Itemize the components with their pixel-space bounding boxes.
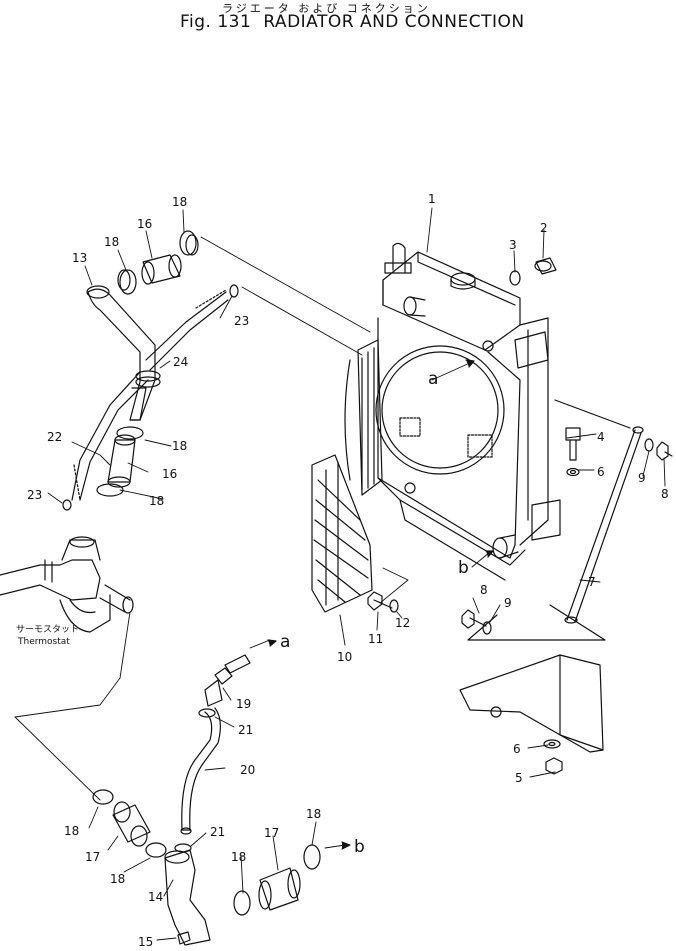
callout-21: 21	[238, 723, 253, 737]
callout-15: 15	[138, 935, 153, 949]
callout-18f: 18	[110, 872, 125, 886]
callout-labels: 1 2 3 4 5 6 6 7 8 8 9 9 10 11 12 13 14 1…	[27, 192, 669, 949]
callout-18h: 18	[306, 807, 321, 821]
callout-16b: 16	[162, 467, 177, 481]
callout-23: 23	[234, 314, 249, 328]
figure-number: Fig. 131	[180, 12, 252, 32]
thermostat-label: サーモスタット Thermostat	[16, 624, 79, 647]
callout-18b: 18	[104, 235, 119, 249]
callout-10: 10	[337, 650, 352, 664]
ref-letter-b-hose: b	[354, 837, 365, 857]
thermostat-housing	[0, 536, 134, 633]
callout-19: 19	[236, 697, 251, 711]
callout-23b: 23	[27, 488, 42, 502]
callout-8b: 8	[480, 583, 488, 597]
callout-18d: 18	[149, 494, 164, 508]
callout-6: 6	[597, 465, 605, 479]
figure-header: ラジエータ および コネクション Fig. 131 RADIATOR AND CO…	[0, 0, 676, 40]
callout-16: 16	[137, 217, 152, 231]
callout-18g: 18	[231, 850, 246, 864]
callout-22: 22	[47, 430, 62, 444]
callout-24: 24	[173, 355, 188, 369]
thermostat-label-jp: サーモスタット	[16, 624, 79, 635]
upper-hose-assembly	[71, 230, 229, 501]
fan-guard	[311, 339, 383, 613]
callout-11: 11	[368, 632, 383, 646]
ref-letter-a-radiator: a	[428, 369, 438, 389]
ref-letter-b-radiator: b	[458, 558, 469, 578]
ref-letter-a-hose: a	[280, 632, 290, 652]
callout-3: 3	[509, 238, 517, 252]
figure-title-english: RADIATOR AND CONNECTION	[263, 12, 525, 32]
callout-9: 9	[638, 471, 646, 485]
callout-17: 17	[85, 850, 100, 864]
callout-5: 5	[515, 771, 523, 785]
mounting-bracket	[459, 604, 606, 753]
callout-7: 7	[588, 575, 596, 589]
callout-4: 4	[597, 430, 605, 444]
callout-20: 20	[240, 763, 255, 777]
thermostat-label-en: Thermostat	[17, 637, 70, 647]
callout-6b: 6	[513, 742, 521, 756]
callout-1: 1	[428, 192, 436, 206]
lower-hose-assembly	[92, 654, 321, 946]
callout-12: 12	[395, 616, 410, 630]
callout-14: 14	[148, 890, 163, 904]
callout-2: 2	[540, 221, 548, 235]
stay-rod	[554, 399, 644, 624]
callout-8: 8	[661, 487, 669, 501]
callout-13: 13	[72, 251, 87, 265]
callout-18c: 18	[172, 439, 187, 453]
callout-18e: 18	[64, 824, 79, 838]
figure-title-japanese: ラジエータ および コネクション	[222, 2, 431, 15]
callout-17b: 17	[264, 826, 279, 840]
reference-letters: a b a b	[280, 369, 469, 857]
radiator-core	[375, 242, 561, 581]
leader-lines	[14, 207, 666, 941]
callout-18: 18	[172, 195, 187, 209]
figure-title: Fig. 131 RADIATOR AND CONNECTION	[180, 12, 525, 32]
callout-9b: 9	[504, 596, 512, 610]
callout-21b: 21	[210, 825, 225, 839]
